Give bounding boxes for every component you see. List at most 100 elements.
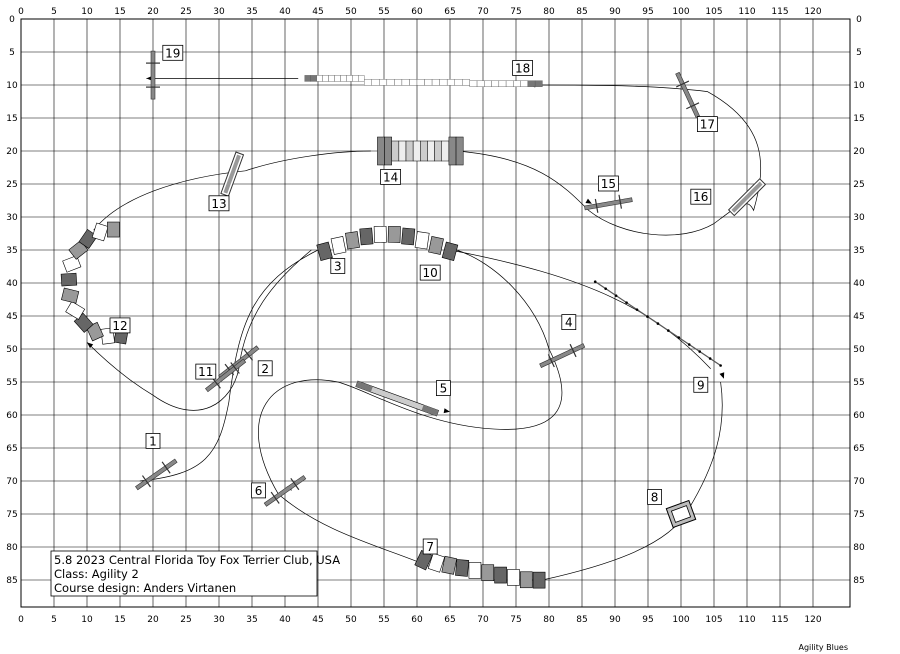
dogwalk-plank bbox=[484, 80, 492, 87]
x-tick-label: 50 bbox=[345, 7, 357, 17]
jump-bar bbox=[135, 458, 178, 491]
y-tick-label: 80 bbox=[853, 543, 865, 553]
number-text: 18 bbox=[515, 62, 530, 76]
tunnel-segment bbox=[532, 571, 546, 589]
y-tick-label: 70 bbox=[853, 477, 865, 487]
x-tick-label: 95 bbox=[642, 615, 653, 625]
x-tick-label: 30 bbox=[213, 615, 225, 625]
tunnel-segment bbox=[65, 301, 86, 320]
tunnel-segment bbox=[330, 236, 347, 255]
x-tick-label: 90 bbox=[609, 615, 621, 625]
obstacle-9 bbox=[593, 280, 722, 367]
jump-bar bbox=[205, 358, 247, 393]
y-tick-label: 10 bbox=[853, 81, 865, 91]
weave-pole bbox=[646, 315, 649, 318]
jump-wing bbox=[230, 362, 240, 374]
obstacle-11 bbox=[205, 358, 247, 393]
label-3: 3 bbox=[330, 258, 346, 274]
dogwalk-plank bbox=[431, 79, 440, 86]
number-box bbox=[109, 317, 131, 334]
label-10: 10 bbox=[419, 264, 441, 281]
number-text: 9 bbox=[697, 378, 705, 392]
y-tick-label: 5 bbox=[9, 48, 15, 58]
number-box bbox=[257, 360, 273, 377]
y-tick-label: 25 bbox=[853, 180, 864, 190]
x-tick-label: 60 bbox=[411, 7, 423, 17]
tunnel-7 bbox=[414, 550, 546, 589]
tunnel-segment bbox=[441, 555, 458, 575]
number-box bbox=[162, 44, 184, 61]
tunnel-segment bbox=[316, 241, 333, 261]
y-tick-label: 15 bbox=[6, 114, 17, 124]
dogwalk-plank bbox=[304, 75, 311, 82]
number-box bbox=[380, 168, 402, 185]
dogwalk-plank bbox=[334, 75, 341, 82]
dogwalk-plank bbox=[505, 80, 514, 87]
number-text: 15 bbox=[601, 177, 616, 191]
y-tick-label: 25 bbox=[6, 180, 17, 190]
label-14: 14 bbox=[380, 168, 402, 185]
x-tick-label: 20 bbox=[147, 615, 159, 625]
number-text: 5 bbox=[440, 382, 448, 396]
dogwalk-plank bbox=[364, 79, 372, 86]
number-box bbox=[693, 376, 709, 393]
x-tick-label: 60 bbox=[411, 615, 423, 625]
x-tick-label: 35 bbox=[246, 615, 257, 625]
plank-contact bbox=[421, 404, 439, 417]
jump-wing bbox=[569, 343, 577, 358]
tunnel-segment bbox=[468, 562, 482, 579]
x-tick-label: 75 bbox=[510, 615, 521, 625]
x-tick-label: 85 bbox=[576, 7, 587, 17]
number-text: 12 bbox=[112, 319, 127, 333]
tunnel-segment bbox=[401, 227, 416, 246]
y-tick-label: 45 bbox=[6, 312, 17, 322]
x-tick-label: 90 bbox=[609, 7, 621, 17]
dogwalk-plank bbox=[534, 80, 543, 87]
number-box bbox=[598, 175, 619, 192]
y-tick-label: 50 bbox=[6, 345, 18, 355]
dogwalk-plank bbox=[328, 75, 335, 82]
number-box bbox=[145, 432, 161, 449]
x-tick-label: 0 bbox=[18, 615, 24, 625]
label-12: 12 bbox=[109, 317, 131, 334]
x-tick-label: 120 bbox=[804, 7, 821, 17]
x-tick-label: 120 bbox=[804, 615, 821, 625]
number-text: 4 bbox=[565, 316, 573, 330]
y-tick-label: 55 bbox=[6, 378, 17, 388]
x-tick-label: 55 bbox=[378, 615, 389, 625]
dogwalk-plank bbox=[476, 80, 485, 87]
dogwalk-plank bbox=[491, 80, 500, 87]
x-tick-label: 100 bbox=[672, 615, 689, 625]
jump-bar bbox=[584, 197, 633, 211]
number-text: 3 bbox=[334, 260, 342, 274]
number-text: 13 bbox=[211, 197, 226, 211]
y-tick-label: 50 bbox=[853, 345, 865, 355]
x-tick-label: 5 bbox=[51, 7, 57, 17]
number-box bbox=[647, 489, 662, 505]
dogwalk-plank bbox=[527, 80, 536, 87]
number-box bbox=[435, 380, 451, 397]
label-15: 15 bbox=[598, 175, 619, 192]
dogwalk-plank bbox=[394, 79, 403, 86]
label-6: 6 bbox=[251, 482, 267, 499]
weave-pole bbox=[719, 364, 722, 367]
x-tick-label: 115 bbox=[771, 615, 788, 625]
y-tick-label: 85 bbox=[6, 576, 17, 586]
number-text: 2 bbox=[261, 362, 269, 376]
number-text: 1 bbox=[149, 434, 157, 448]
number-text: 7 bbox=[426, 540, 434, 554]
jump-wing bbox=[161, 461, 171, 474]
dogwalk-plank bbox=[424, 79, 433, 86]
jump-wing bbox=[686, 102, 700, 110]
dogwalk-plank bbox=[322, 75, 329, 82]
grid-border bbox=[20, 18, 851, 608]
tunnel-segment bbox=[359, 227, 374, 246]
chute-segment bbox=[455, 136, 464, 166]
tunnel-segment bbox=[441, 241, 459, 261]
obstacle-8 bbox=[665, 499, 697, 529]
x-tick-label: 40 bbox=[279, 7, 291, 17]
x-tick-label: 95 bbox=[642, 7, 653, 17]
jump-bar bbox=[263, 475, 307, 507]
